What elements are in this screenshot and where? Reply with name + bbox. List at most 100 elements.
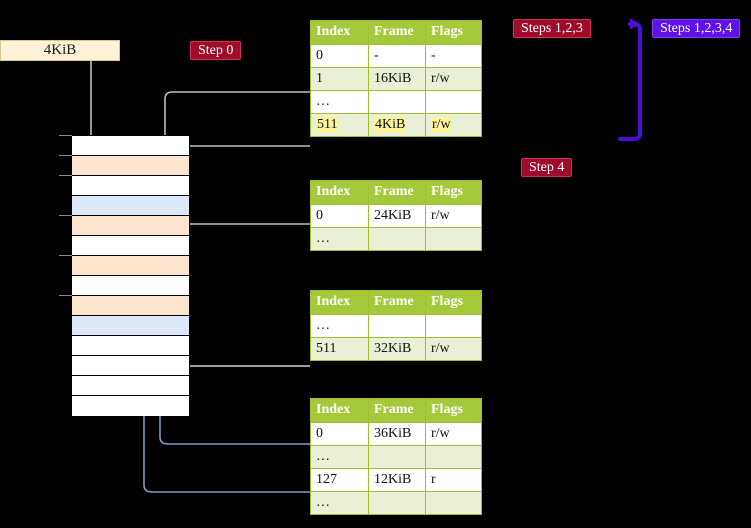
memory-tick xyxy=(59,155,72,156)
cell-index: 511 xyxy=(310,337,369,361)
memory-tick xyxy=(59,295,72,296)
cell-flags: r/w xyxy=(425,67,482,91)
column-header-index: Index xyxy=(310,290,369,315)
memory-frame-row xyxy=(72,236,189,256)
column-header-frame: Frame xyxy=(368,180,426,205)
column-header-flags: Flags xyxy=(425,290,482,315)
highlighted-value: 511 xyxy=(316,116,339,132)
memory-tick xyxy=(59,135,72,136)
cell-flags: r/w xyxy=(425,113,482,137)
wire-steps-bracket xyxy=(618,18,642,141)
wire-table2-row511-to-memory xyxy=(172,309,310,367)
cell-flags: r/w xyxy=(425,337,482,361)
memory-frame-row xyxy=(72,276,189,296)
table-row: … xyxy=(310,491,482,515)
table-row: … xyxy=(310,445,482,469)
cell-flags xyxy=(425,491,482,515)
cell-index: … xyxy=(310,227,369,251)
cell-index: 1 xyxy=(310,67,369,91)
column-header-index: Index xyxy=(310,398,369,423)
cell-frame xyxy=(368,491,426,515)
cell-frame xyxy=(368,314,426,338)
physical-memory-column xyxy=(71,135,190,416)
badge-steps-1-2-3-4: Steps 1,2,3,4 xyxy=(652,19,741,38)
memory-frame-row xyxy=(72,296,189,316)
table-row: 511 4KiB r/w xyxy=(310,113,482,137)
column-header-index: Index xyxy=(310,20,369,45)
memory-frame-row xyxy=(72,316,189,336)
memory-tick xyxy=(59,215,72,216)
cell-index: … xyxy=(310,445,369,469)
column-header-flags: Flags xyxy=(425,180,482,205)
wire-table0-row511-to-memory xyxy=(179,145,310,204)
cell-flags xyxy=(425,227,482,251)
column-header-frame: Frame xyxy=(368,290,426,315)
table-row: … xyxy=(310,314,482,338)
badge-steps-1-2-3: Steps 1,2,3 xyxy=(513,19,591,38)
badge-step-4: Step 4 xyxy=(521,158,573,177)
highlighted-value: r/w xyxy=(431,116,452,132)
cell-index: 0 xyxy=(310,204,369,228)
cell-frame xyxy=(368,445,426,469)
table-row: 0-- xyxy=(310,44,482,68)
memory-frame-row xyxy=(72,196,189,216)
highlighted-value: 4KiB xyxy=(374,116,407,132)
table-row: … xyxy=(310,90,482,114)
memory-frame-row xyxy=(72,356,189,376)
memory-frame-row xyxy=(72,156,189,176)
cell-index: 0 xyxy=(310,44,369,68)
table-row: … xyxy=(310,227,482,251)
cell-frame: - xyxy=(368,44,426,68)
cell-index: 0 xyxy=(310,422,369,446)
cell-index: 511 xyxy=(310,113,369,137)
cell-flags xyxy=(425,445,482,469)
memory-tick xyxy=(59,255,72,256)
badge-step-0: Step 0 xyxy=(190,41,242,60)
memory-tick xyxy=(59,175,72,176)
cell-flags: r/w xyxy=(425,204,482,228)
memory-frame-row xyxy=(72,336,189,356)
size-label-text: 4KiB xyxy=(43,42,77,58)
cell-flags xyxy=(425,90,482,114)
cell-index: … xyxy=(310,314,369,338)
cell-frame: 36KiB xyxy=(368,422,426,446)
cell-index: … xyxy=(310,90,369,114)
cell-frame xyxy=(368,227,426,251)
column-header-flags: Flags xyxy=(425,20,482,45)
memory-frame-row xyxy=(72,376,189,396)
cell-index: 127 xyxy=(310,468,369,492)
cell-flags xyxy=(425,314,482,338)
cell-frame: 16KiB xyxy=(368,67,426,91)
column-header-frame: Frame xyxy=(368,20,426,45)
cell-frame: 32KiB xyxy=(368,337,426,361)
cell-index: … xyxy=(310,491,369,515)
memory-frame-row xyxy=(72,136,189,156)
cell-frame: 4KiB xyxy=(368,113,426,137)
cell-flags: r xyxy=(425,468,482,492)
cell-frame: 24KiB xyxy=(368,204,426,228)
column-header-index: Index xyxy=(310,180,369,205)
memory-frame-row xyxy=(72,216,189,236)
memory-frame-row xyxy=(72,176,189,196)
cell-flags: - xyxy=(425,44,482,68)
size-label-4kib: 4KiB xyxy=(0,40,120,61)
memory-frame-row xyxy=(72,396,189,416)
wire-table1-row0-to-memory xyxy=(179,223,310,266)
column-header-frame: Frame xyxy=(368,398,426,423)
cell-flags: r/w xyxy=(425,422,482,446)
cell-frame xyxy=(368,90,426,114)
column-header-flags: Flags xyxy=(425,398,482,423)
